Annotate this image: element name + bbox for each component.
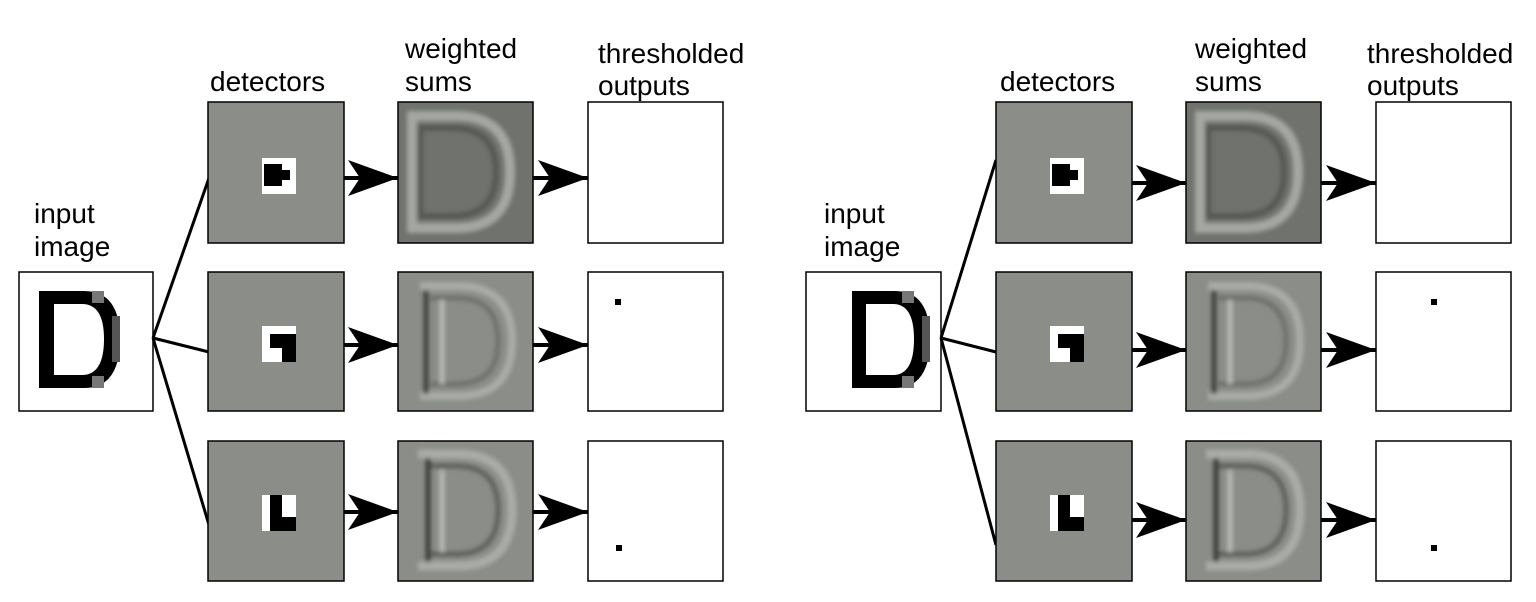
connector-line-top — [151, 177, 211, 339]
output-activation-dot — [1431, 545, 1437, 551]
weighted-sum-map — [1185, 101, 1322, 244]
detector-bottom-right-block — [207, 271, 345, 412]
row-2 — [207, 271, 724, 412]
panel-left: input image detectors weighted sums thre… — [18, 33, 744, 582]
weighted-sum-map — [397, 440, 534, 582]
thresholded-outputs-label-line2: outputs — [1367, 70, 1459, 101]
row-3 — [207, 440, 724, 582]
thresholded-outputs-label-line1: thresholded — [598, 38, 744, 69]
input-image-label-line1: input — [34, 198, 95, 229]
thresholded-outputs-label-line1: thresholded — [1367, 38, 1513, 69]
output-activation-dot — [615, 299, 621, 305]
letter-d-glyph — [852, 291, 930, 388]
thresholded-output — [1375, 101, 1512, 244]
letter-d-glyph — [39, 291, 120, 388]
weighted-sums-label-line2: sums — [405, 66, 472, 97]
output-activation-dot — [616, 545, 622, 551]
detectors-label: detectors — [1000, 66, 1115, 97]
output-activation-dot — [1431, 299, 1437, 305]
input-image-label-line2: image — [824, 231, 900, 262]
weighted-sum-map — [1185, 271, 1322, 412]
thresholded-output — [587, 440, 724, 582]
weighted-sums-label-line1: weighted — [1194, 33, 1307, 64]
detector-top-left-corner — [995, 440, 1133, 582]
weighted-sums-label-line1: weighted — [404, 33, 517, 64]
weighted-sum-map — [397, 271, 534, 412]
row-2 — [995, 271, 1512, 412]
row-1 — [995, 101, 1512, 244]
row-1 — [207, 101, 724, 244]
panel-right: input image detectors weighted sums thre… — [805, 33, 1513, 582]
weighted-sums-label-line2: sums — [1195, 66, 1262, 97]
input-image-label-line2: image — [34, 231, 110, 262]
thresholded-output — [1375, 440, 1512, 582]
connector-line-top — [939, 159, 998, 339]
connector-line-middle — [152, 336, 210, 354]
detector-right-protrusion — [995, 101, 1133, 244]
connector-line-bottom — [939, 337, 998, 546]
connector-line-middle — [940, 336, 997, 354]
weighted-sum-map — [1185, 440, 1322, 582]
thresholded-outputs-label-line2: outputs — [598, 70, 690, 101]
input-image — [18, 271, 154, 412]
detector-bottom-right-block — [995, 271, 1133, 412]
detector-right-protrusion — [207, 101, 345, 244]
connector-line-bottom — [151, 337, 211, 526]
thresholded-output — [587, 271, 724, 412]
thresholded-output — [1375, 271, 1512, 412]
detector-top-left-corner — [207, 440, 345, 582]
thresholded-output — [587, 101, 724, 244]
input-image-label-line1: input — [824, 198, 885, 229]
weighted-sum-map — [397, 101, 534, 244]
detectors-label: detectors — [210, 66, 325, 97]
row-3 — [995, 440, 1512, 582]
input-image — [805, 271, 942, 412]
